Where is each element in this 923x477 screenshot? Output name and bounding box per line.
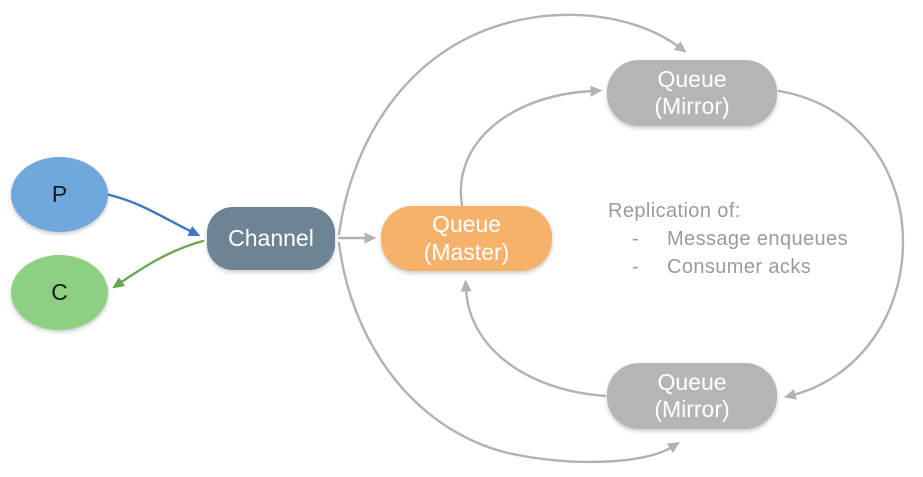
node-producer-label: P xyxy=(51,180,68,207)
edge-producer-to-channel xyxy=(104,192,201,237)
edge-channel-to-bottom-mirror xyxy=(337,241,681,464)
node-queue-master-line1: Queue xyxy=(431,211,502,238)
node-queue-mirror-bottom: Queue (Mirror) xyxy=(607,363,777,429)
edge-master-to-top-mirror xyxy=(459,85,603,207)
node-queue-mirror-top-line1: Queue xyxy=(657,65,727,92)
edge-channel-to-top-mirror xyxy=(337,13,687,236)
note-item-text: Consumer acks xyxy=(667,256,812,278)
node-queue-master-line2: (Master) xyxy=(423,238,510,265)
replication-note: Replication of: - Message enqueues - Con… xyxy=(608,197,848,281)
edge-bottom-mirror-to-master xyxy=(460,279,607,398)
note-title: Replication of: xyxy=(608,200,741,222)
edge-top-mirror-to-bottom-mirror xyxy=(777,89,905,400)
note-item: - Consumer acks xyxy=(608,253,848,281)
note-bullet: - xyxy=(632,228,640,250)
node-queue-master: Queue (Master) xyxy=(381,206,552,271)
node-channel-label: Channel xyxy=(228,224,314,251)
edge-channel-to-consumer xyxy=(112,239,205,289)
node-queue-mirror-top-line2: (Mirror) xyxy=(654,93,730,119)
note-bullet: - xyxy=(632,256,640,278)
node-channel: Channel xyxy=(207,207,335,270)
node-consumer-label: C xyxy=(51,278,68,305)
note-item-text: Message enqueues xyxy=(667,228,848,250)
node-consumer: C xyxy=(11,255,108,330)
node-queue-mirror-bottom-line2: (Mirror) xyxy=(654,396,730,422)
node-queue-mirror-top: Queue (Mirror) xyxy=(607,60,777,126)
node-queue-mirror-bottom-line1: Queue xyxy=(657,368,727,395)
note-item: - Message enqueues xyxy=(608,225,848,253)
node-producer: P xyxy=(11,157,108,232)
